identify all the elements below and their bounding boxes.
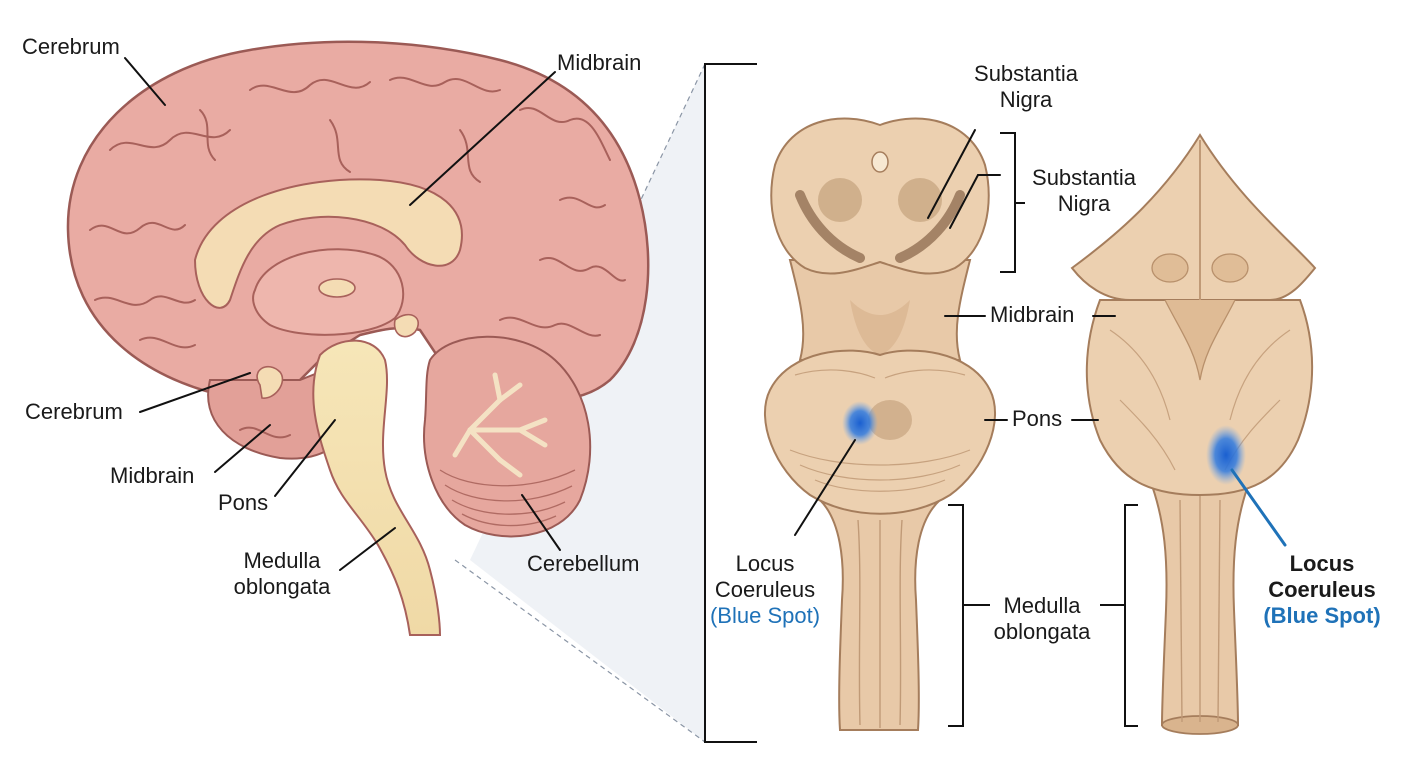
label-locus-front-line2: Coeruleus (714, 577, 816, 602)
back-locus-leader (1230, 468, 1287, 547)
label-locus-front-line1: Locus (735, 551, 795, 576)
label-medulla-front-line1: Medulla (1003, 593, 1081, 618)
label-medulla-line2: oblongata (233, 574, 331, 599)
corpus-callosum (193, 178, 463, 309)
label-locus-back: Locus Coeruleus (Blue Spot) (1248, 551, 1396, 629)
label-midbrain-side: Midbrain (110, 463, 195, 488)
sagittal-brain (66, 40, 650, 636)
brackets (704, 63, 1138, 743)
label-midbrain-top: Midbrain (557, 50, 642, 75)
label-cerebellum: Cerebellum (527, 551, 640, 576)
label-pons-front: Pons (1012, 406, 1063, 431)
front-locus-coeruleus (842, 401, 878, 445)
sagittal-brainstem (312, 339, 442, 636)
label-medulla-front-line2: oblongata (993, 619, 1091, 644)
label-sn-top-line2: Nigra (999, 87, 1053, 112)
label-medulla-side: Medulla oblongata (222, 548, 342, 600)
label-locus-front: Locus Coeruleus (Blue Spot) (700, 551, 830, 629)
label-medulla-front: Medulla oblongata (982, 593, 1102, 645)
label-substantia-nigra: Substantia Nigra (1016, 165, 1152, 217)
label-pons-side: Pons (218, 490, 269, 515)
label-substantia-nigra-top: Substantia Nigra (958, 61, 1094, 113)
back-brainstem (1070, 133, 1317, 735)
label-cerebrum-top: Cerebrum (22, 34, 120, 59)
front-brainstem (764, 117, 996, 731)
cerebellum-shape (423, 335, 592, 538)
label-sn-line1: Substantia (1032, 165, 1136, 190)
leader-lines (124, 57, 1116, 571)
label-locus-back-line3: (Blue Spot) (1263, 603, 1381, 628)
label-cerebrum-side: Cerebrum (25, 399, 123, 424)
label-locus-back-line1: Locus (1289, 551, 1355, 576)
label-locus-front-line3: (Blue Spot) (709, 603, 821, 628)
label-midbrain-front: Midbrain (990, 302, 1075, 327)
label-locus-back-line2: Coeruleus (1268, 577, 1376, 602)
label-sn-top-line1: Substantia (974, 61, 1078, 86)
label-sn-line2: Nigra (1057, 191, 1111, 216)
back-locus-coeruleus (1206, 425, 1246, 485)
label-medulla-line1: Medulla (243, 548, 321, 573)
